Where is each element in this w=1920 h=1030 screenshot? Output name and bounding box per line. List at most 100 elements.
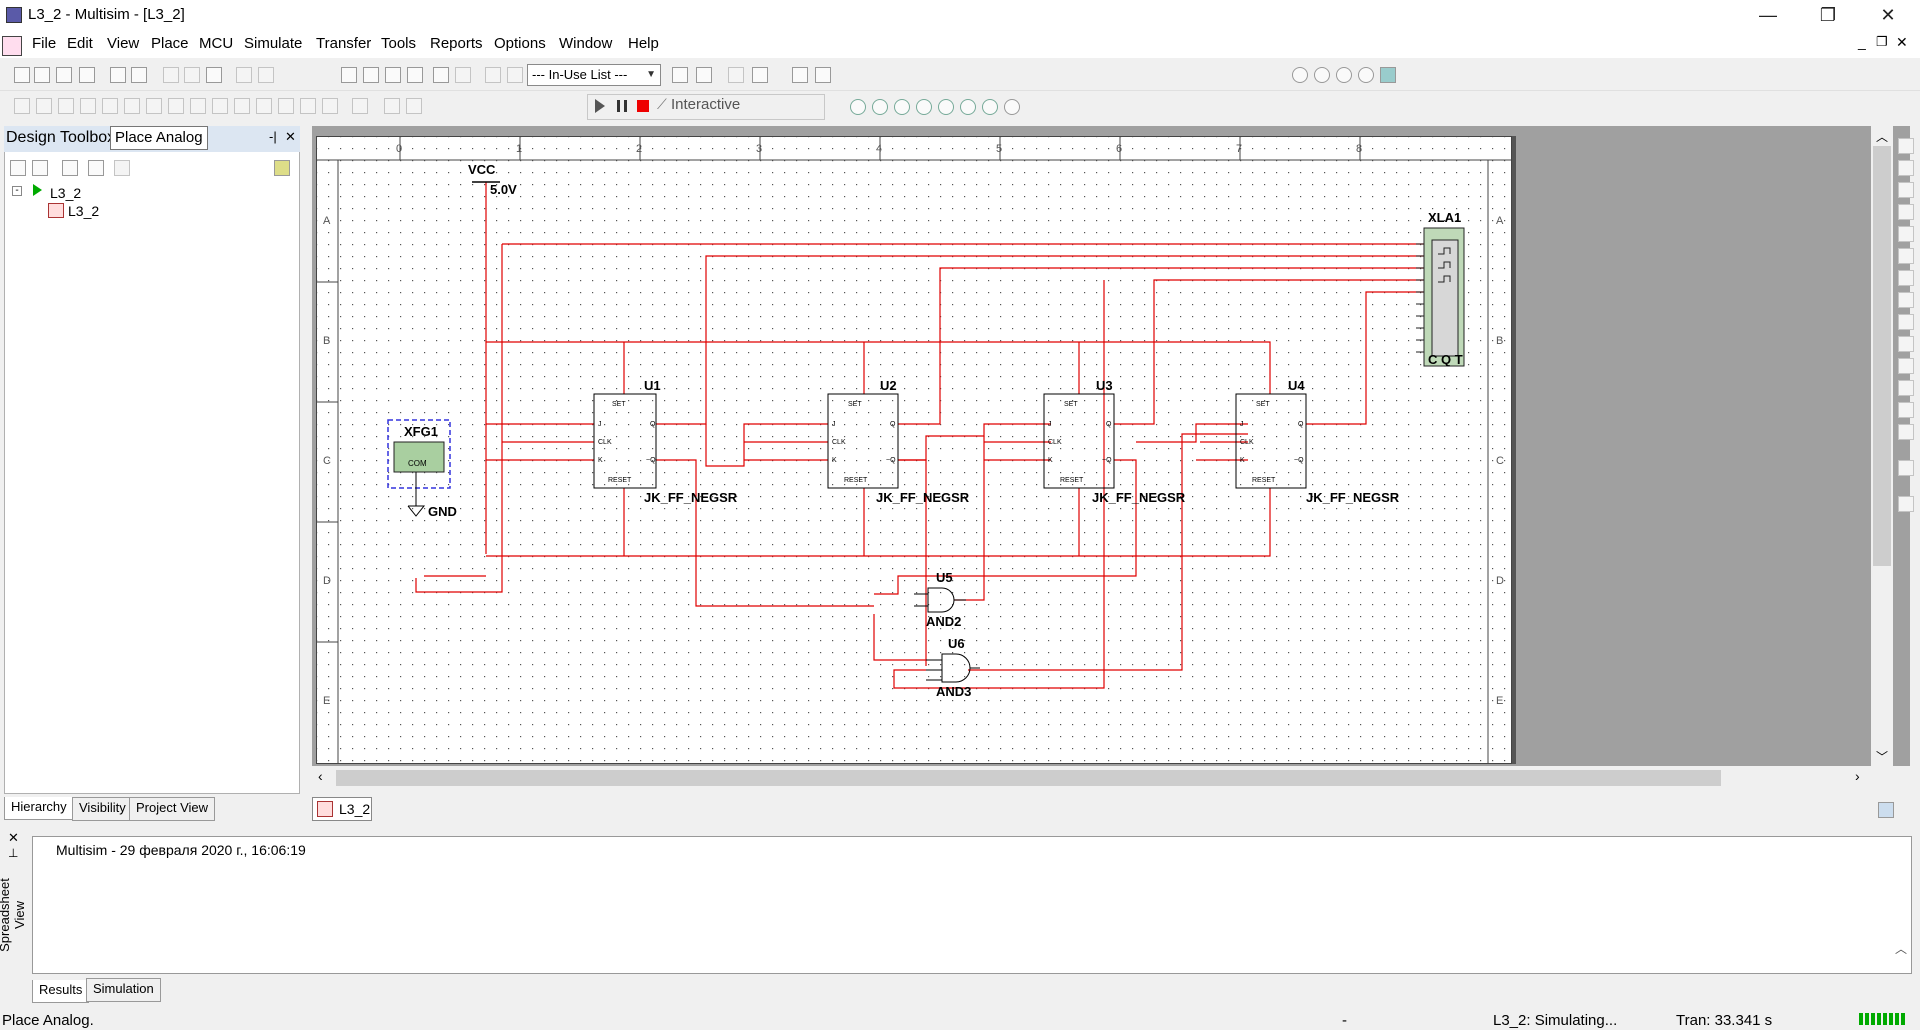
tab-results[interactable]: Results	[32, 980, 90, 1003]
place-diode-icon[interactable]	[58, 98, 74, 114]
spreadsheet-close-icon[interactable]: ✕	[8, 830, 19, 845]
menu-help[interactable]: Help	[628, 35, 659, 52]
tab-project-view[interactable]: Project View	[129, 797, 216, 821]
menu-reports[interactable]: Reports	[430, 35, 483, 52]
probe-power-icon[interactable]	[894, 99, 910, 115]
place-source-icon[interactable]	[14, 98, 30, 114]
spreadsheet-pin-icon[interactable]: ⊥	[8, 846, 19, 860]
spreadsheet-icon[interactable]	[363, 67, 379, 83]
flipflop-u2[interactable]: SET J Q CLK K ~Q RESET U2 JK_FF_NEGSR	[827, 378, 970, 505]
copy-icon[interactable]	[184, 67, 200, 83]
zoom-sheet-icon[interactable]	[1358, 67, 1374, 83]
new-file-icon[interactable]	[14, 67, 30, 83]
workspace-corner-icon[interactable]	[1878, 802, 1894, 818]
vcc-symbol[interactable]: VCC 5.0V	[468, 162, 517, 197]
document-tab[interactable]: L3_2	[312, 797, 372, 821]
scroll-down-icon[interactable]: ﹀	[1876, 750, 1889, 764]
flipflop-u1[interactable]: SET J Q CLK K ~Q RESET U1 JK_FF_NEGSR	[593, 378, 738, 505]
bode-plotter-icon[interactable]	[1898, 248, 1914, 264]
logic-converter-icon[interactable]	[1898, 314, 1914, 330]
toolbox-new-icon[interactable]	[10, 160, 26, 176]
place-misc-icon[interactable]	[256, 98, 272, 114]
scroll-right-icon[interactable]: ›	[1855, 768, 1860, 784]
menu-tools[interactable]: Tools	[381, 35, 417, 52]
tab-visibility[interactable]: Visibility	[72, 797, 133, 821]
logic-analyzer-icon[interactable]	[1898, 336, 1914, 352]
probe-ground-icon[interactable]	[982, 99, 998, 115]
save-icon[interactable]	[79, 67, 95, 83]
place-power-icon[interactable]	[234, 98, 250, 114]
open-folder-icon[interactable]	[34, 67, 50, 83]
component-wizard-icon[interactable]	[433, 67, 449, 83]
pause-icon[interactable]	[617, 100, 627, 112]
oscilloscope-icon[interactable]	[1898, 204, 1914, 220]
horizontal-scroll-thumb[interactable]	[336, 770, 1721, 786]
open-sample-icon[interactable]	[56, 67, 72, 83]
menu-window[interactable]: Window	[559, 35, 613, 52]
stop-icon[interactable]	[637, 100, 649, 112]
close-panel-icon[interactable]: ✕	[285, 129, 296, 144]
hierarchical-block-icon[interactable]	[384, 98, 400, 114]
tab-simulation[interactable]: Simulation	[86, 978, 161, 1002]
place-electromechanical-icon[interactable]	[322, 98, 338, 114]
toolbox-refresh-icon[interactable]	[274, 160, 290, 176]
transfer-ultiboard-icon[interactable]	[696, 67, 712, 83]
menu-mcu[interactable]: MCU	[199, 35, 234, 52]
spectrum-analyzer-icon[interactable]	[1898, 402, 1914, 418]
flipflop-u4[interactable]: SET J Q CLK K ~Q RESET U4 JK_FF_NEGSR	[1235, 378, 1400, 505]
place-mixed-icon[interactable]	[190, 98, 206, 114]
network-analyzer-icon[interactable]	[1898, 424, 1914, 440]
probe-ref-icon[interactable]	[938, 99, 954, 115]
erc-icon[interactable]	[672, 67, 688, 83]
forward-annotate-icon[interactable]	[507, 67, 523, 83]
menu-edit[interactable]: Edit	[67, 35, 93, 52]
probe-voltage-icon[interactable]	[850, 99, 866, 115]
four-channel-oscilloscope-icon[interactable]	[1898, 226, 1914, 242]
place-basic-icon[interactable]	[36, 98, 52, 114]
place-analog-icon[interactable]	[102, 98, 118, 114]
zoom-out-icon[interactable]	[1314, 67, 1330, 83]
function-generator[interactable]: XFG1 COM	[387, 419, 451, 506]
place-misc-digital-icon[interactable]	[168, 98, 184, 114]
ground-symbol[interactable]: GND	[407, 504, 457, 519]
place-bus-icon[interactable]	[406, 98, 422, 114]
document-icon[interactable]	[2, 36, 22, 56]
menu-place[interactable]: Place	[151, 35, 189, 52]
scroll-up-icon[interactable]: ︿	[1876, 130, 1889, 144]
find-examples-icon[interactable]	[792, 67, 808, 83]
toggle-toolbox-icon[interactable]	[341, 67, 357, 83]
probe-settings-icon[interactable]	[1004, 99, 1020, 115]
distortion-analyzer-icon[interactable]	[1898, 380, 1914, 396]
help-icon[interactable]	[815, 67, 831, 83]
in-use-list-dropdown[interactable]: --- In-Use List ---▼	[527, 64, 661, 86]
probe-diff-voltage-icon[interactable]	[916, 99, 932, 115]
redo-icon[interactable]	[258, 67, 274, 83]
current-probe-icon[interactable]	[1898, 496, 1914, 512]
iv-analyzer-icon[interactable]	[1898, 358, 1914, 374]
wattmeter-icon[interactable]	[1898, 182, 1914, 198]
undo-icon[interactable]	[236, 67, 252, 83]
close-button[interactable]: ✕	[1880, 5, 1896, 25]
menu-view[interactable]: View	[107, 35, 140, 52]
toolbox-save-icon[interactable]	[62, 160, 78, 176]
probe-current-icon[interactable]	[872, 99, 888, 115]
menu-file[interactable]: File	[32, 35, 57, 52]
mdi-restore-icon[interactable]: ❐	[1876, 34, 1888, 49]
menu-transfer[interactable]: Transfer	[316, 35, 372, 52]
paste-icon[interactable]	[206, 67, 222, 83]
probe-digital-icon[interactable]	[960, 99, 976, 115]
postprocessor-icon[interactable]	[455, 67, 471, 83]
multisim-app-icon[interactable]	[6, 7, 22, 23]
print-preview-icon[interactable]	[131, 67, 147, 83]
zoom-area-icon[interactable]	[1336, 67, 1352, 83]
vertical-scroll-thumb[interactable]	[1873, 146, 1891, 566]
menu-simulate[interactable]: Simulate	[244, 35, 303, 52]
word-generator-icon[interactable]	[1898, 292, 1914, 308]
cut-icon[interactable]	[163, 67, 179, 83]
place-ttl-icon[interactable]	[124, 98, 140, 114]
place-advanced-peripherals-icon[interactable]	[278, 98, 294, 114]
spreadsheet-scroll-icon[interactable]: ︿	[1895, 942, 1908, 956]
zoom-in-icon[interactable]	[1292, 67, 1308, 83]
tree-collapse-icon[interactable]: -	[12, 186, 22, 196]
menu-options[interactable]: Options	[494, 35, 546, 52]
